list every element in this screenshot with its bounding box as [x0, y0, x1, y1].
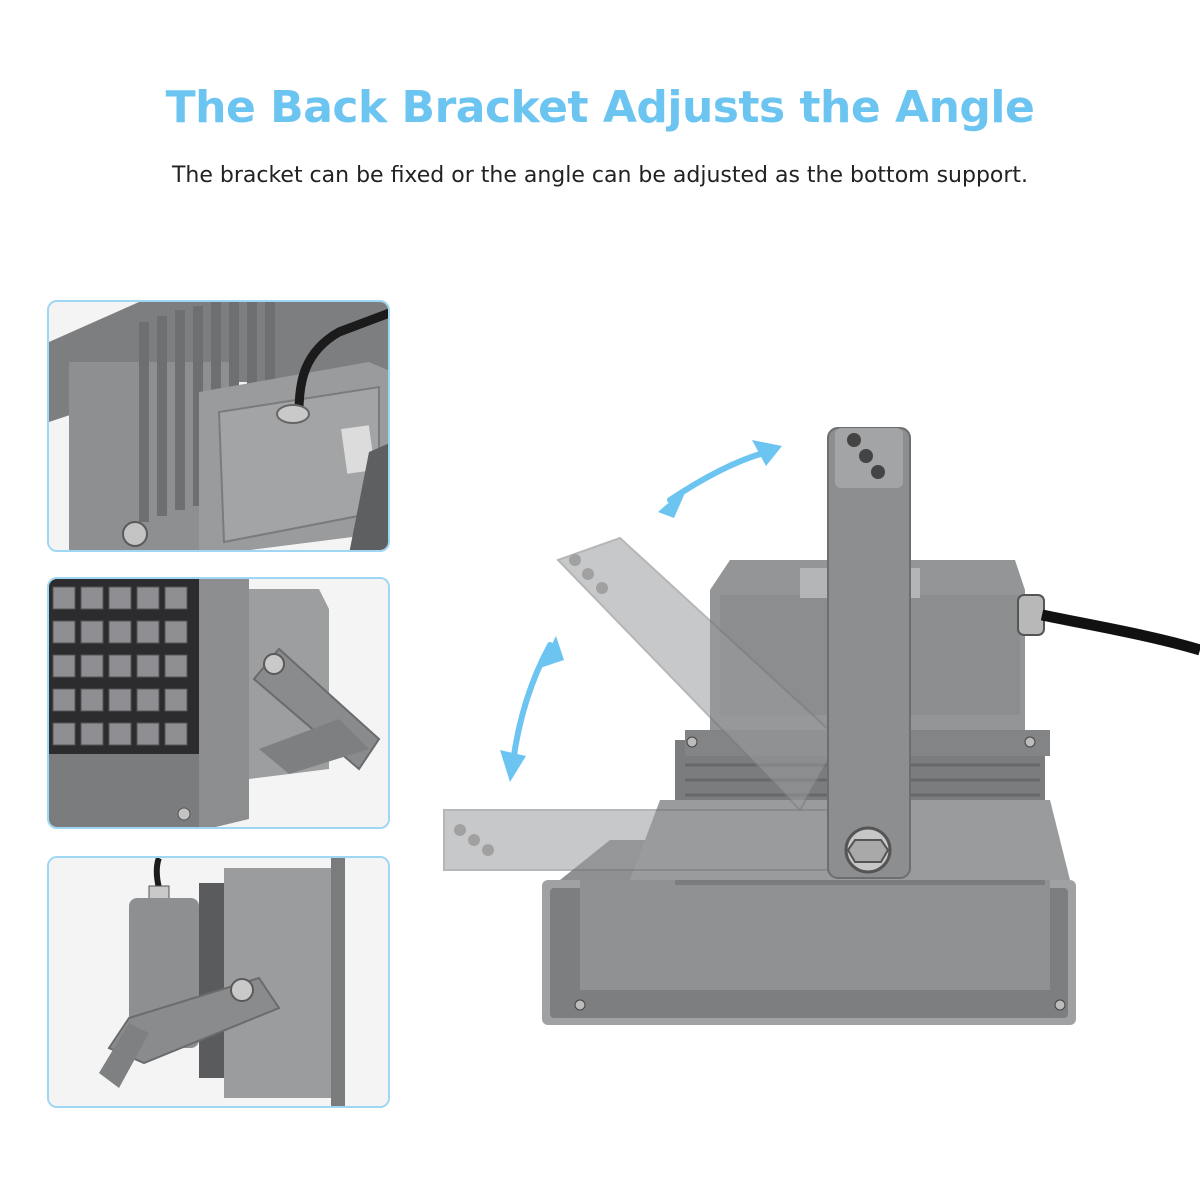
main-product-image	[430, 410, 1200, 1110]
detail-image-side-view	[47, 856, 390, 1108]
detail-image-heatsink	[47, 300, 390, 552]
detail-image-led-array	[47, 577, 390, 829]
page-subtitle: The bracket can be fixed or the angle ca…	[171, 163, 1029, 188]
page-title: The Back Bracket Adjusts the Angle	[165, 82, 1035, 133]
